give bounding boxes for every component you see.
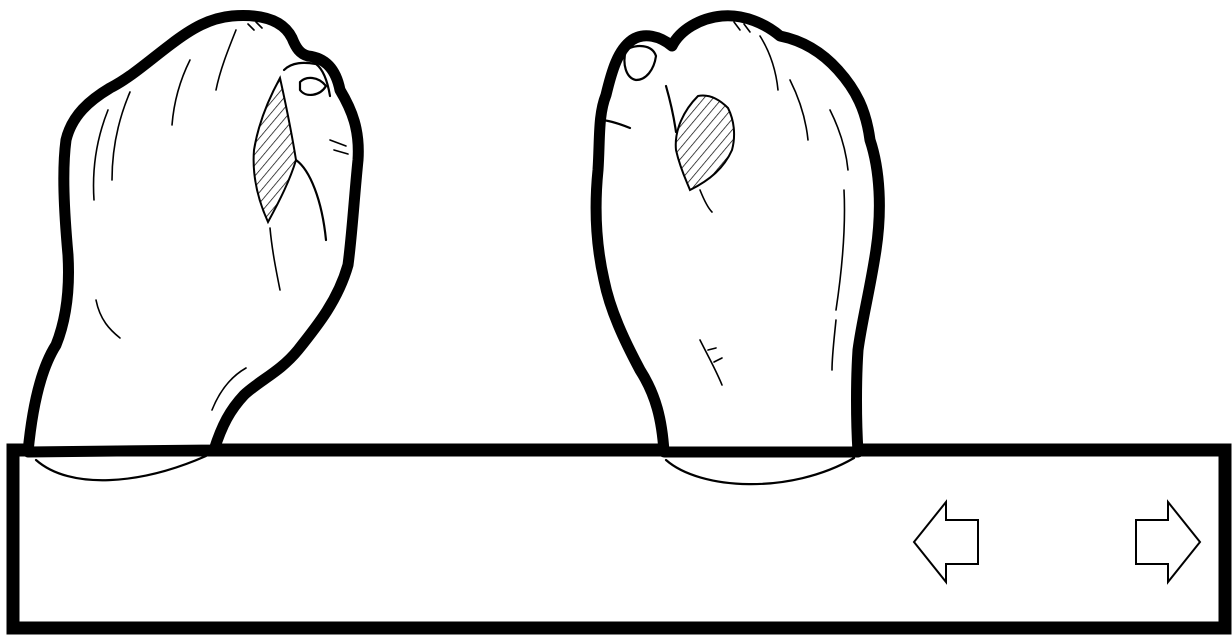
right-finger-crease-2 (789, 79, 809, 141)
right-hatched-gap (674, 94, 736, 192)
right-wrist-curve (664, 456, 856, 486)
left-hatched-gap (252, 75, 298, 225)
left-thumb-side (294, 158, 328, 242)
left-base-crease (211, 367, 247, 411)
left-thumb-crease (329, 139, 349, 155)
left-finger-crease-2 (111, 91, 131, 181)
left-finger-crease-4 (215, 29, 237, 91)
left-finger-crease-1 (92, 109, 109, 201)
left-wrist-curve (34, 454, 208, 482)
fist-hand-right-icon (590, 10, 885, 486)
right-base-crease-2 (707, 347, 723, 363)
left-finger-crease-3 (171, 59, 191, 126)
right-thumb-side (664, 84, 678, 134)
right-tendon-line (831, 319, 837, 371)
right-finger-crease-1 (759, 35, 779, 91)
right-finger-crease-4 (835, 189, 846, 311)
arrow-right-icon (1135, 499, 1202, 585)
left-palm-line (269, 227, 281, 291)
left-thumb-nail (298, 76, 328, 96)
arrow-right-shape (1135, 499, 1202, 585)
left-thumb-line (282, 61, 332, 98)
left-base-crease-2 (95, 299, 121, 339)
right-palm-line (699, 189, 713, 213)
right-thumb-line (598, 118, 632, 130)
arrow-left-icon (912, 499, 979, 585)
right-thumb-nail (623, 44, 658, 82)
left-hand-outline (22, 10, 364, 458)
arrow-left-shape (912, 499, 979, 585)
surface-bar (6, 443, 1232, 635)
right-base-crease (699, 339, 723, 386)
fist-hand-left-icon (22, 10, 364, 482)
right-finger-crease-3 (829, 109, 849, 171)
right-knuckle-1 (733, 21, 751, 33)
right-hand-outline (590, 10, 885, 458)
left-knuckle-1 (247, 21, 263, 31)
